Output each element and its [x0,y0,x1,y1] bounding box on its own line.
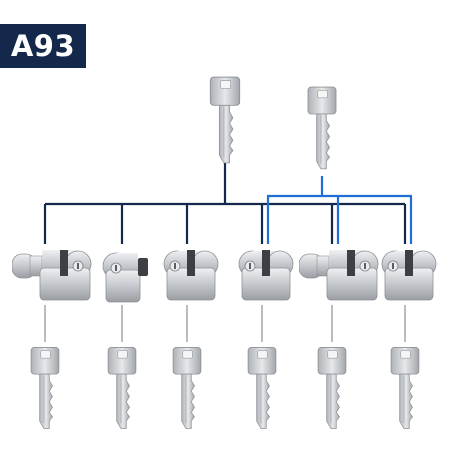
double-cylinder-icon [381,249,437,301]
group-master-lines [266,176,413,244]
double-cylinder-icon [163,249,219,301]
key-icon [107,347,137,429]
grand-master-lines [43,163,407,244]
key-icon [317,347,347,429]
system-badge: A93 [0,24,86,68]
cylinders-row [12,249,437,303]
individual-keys-row [30,347,420,429]
badge-label: A93 [10,29,76,63]
thumbturn-cylinder-icon [299,249,379,301]
double-cylinder-icon [238,249,294,301]
key-icon [390,347,420,429]
key-icon [247,347,277,429]
key-icon [307,86,337,170]
key-icon [172,347,202,429]
master-keys-row [209,76,337,170]
half-cylinder-icon [102,252,149,303]
key-icon [30,347,60,429]
key-icon [209,76,241,164]
thumbturn-cylinder-icon [12,249,92,301]
cylinder-key-lines [44,305,406,342]
